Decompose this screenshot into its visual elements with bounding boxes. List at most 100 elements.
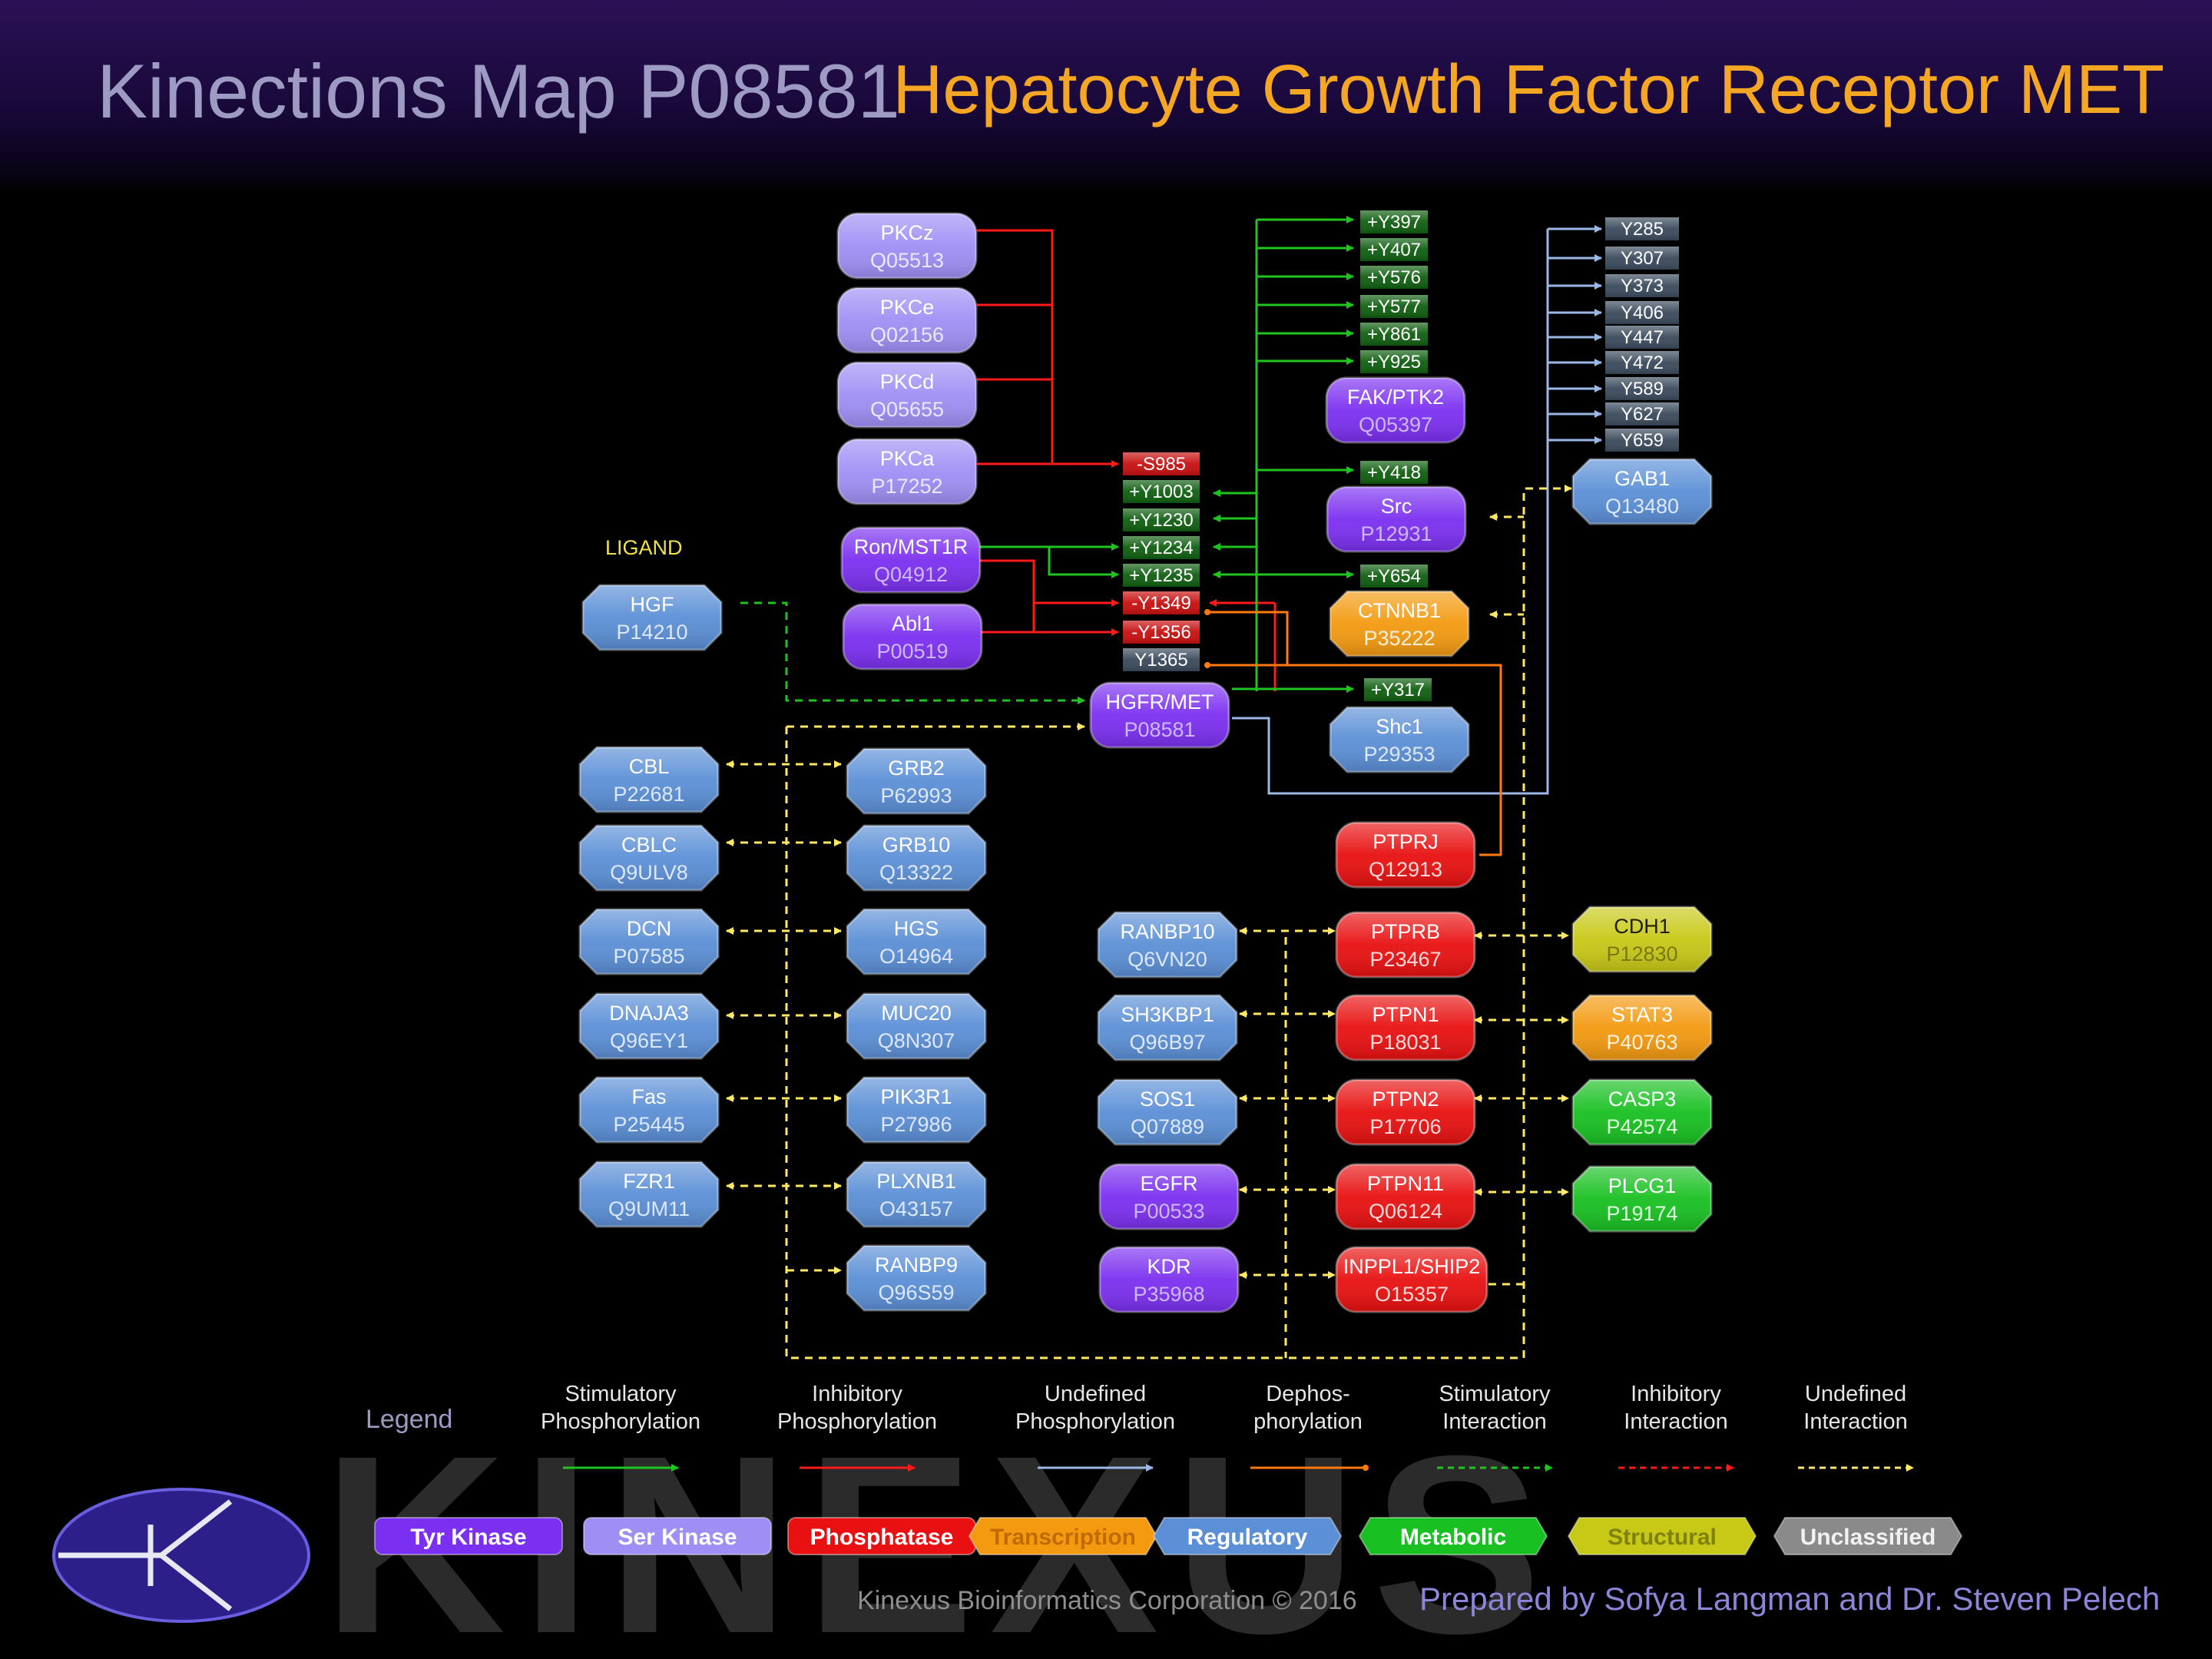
site-label: +Y1234 [1129, 538, 1193, 558]
site-label: Y627 [1621, 404, 1664, 425]
node-gloss [847, 1246, 985, 1310]
node-gloss [580, 909, 718, 974]
node-gloss [843, 604, 982, 669]
node-name: PTPN1 [1372, 1003, 1439, 1026]
legend-arrow-label: Interaction [1624, 1409, 1727, 1434]
site-gloss [1123, 536, 1200, 559]
legend-box-shape [1358, 1517, 1548, 1555]
site-Y406: Y406 [1605, 301, 1679, 324]
node-gloss [838, 439, 976, 504]
node-name: PKCa [880, 447, 935, 470]
node-gloss [1091, 683, 1229, 747]
node-accession: Q02156 [870, 323, 944, 346]
node-gloss [1098, 1080, 1237, 1144]
node-gloss [838, 363, 976, 427]
node-gloss [580, 994, 718, 1058]
legend-box-unclassified: Unclassified [1773, 1517, 1963, 1555]
node-gloss [580, 1078, 718, 1142]
legend-arrow-label: Stimulatory [1439, 1382, 1551, 1406]
node-gloss [847, 1078, 985, 1142]
legend-arrows: StimulatoryPhosphorylationInhibitoryPhos… [541, 1382, 1914, 1472]
site-label: +Y1230 [1129, 510, 1193, 531]
node-accession: Q96B97 [1129, 1031, 1205, 1054]
site-gloss [1360, 266, 1428, 289]
site-gloss [1123, 564, 1200, 587]
legend-box-label: Regulatory [1187, 1525, 1308, 1550]
site-label: -Y1356 [1131, 622, 1190, 643]
node-name: Src [1381, 495, 1412, 518]
site-gloss [1605, 351, 1679, 374]
site-label: Y447 [1621, 327, 1664, 348]
node-accession: P12830 [1606, 942, 1677, 965]
node-name: FAK/PTK2 [1347, 386, 1444, 409]
node-accession: P40763 [1606, 1031, 1677, 1054]
node-name: GRB2 [888, 757, 945, 780]
node-gloss [1573, 1167, 1711, 1231]
node-accession: P18031 [1369, 1031, 1441, 1054]
node-gloss [1573, 995, 1711, 1060]
site-Y861: +Y861 [1360, 323, 1428, 346]
node-accession: P08581 [1124, 718, 1195, 741]
node-accession: P07585 [613, 945, 684, 968]
node-gloss [1098, 912, 1237, 977]
site-gloss [1605, 247, 1679, 270]
legend-box-metabolic: Metabolic [1358, 1517, 1548, 1555]
node-accession: P12931 [1360, 522, 1432, 545]
node-accession: P25445 [613, 1113, 684, 1136]
site-Y627: Y627 [1605, 402, 1679, 426]
site-gloss [1605, 326, 1679, 349]
legend-box-structural: Structural [1567, 1517, 1757, 1555]
site-Y418: +Y418 [1360, 461, 1428, 484]
site-gloss [1123, 591, 1200, 614]
site-label: +Y407 [1367, 240, 1421, 260]
connection-lines [726, 216, 1602, 1359]
node-gloss [1573, 459, 1711, 524]
legend-box-label: Ser Kinase [618, 1525, 737, 1550]
node-name: PKCz [880, 221, 933, 244]
